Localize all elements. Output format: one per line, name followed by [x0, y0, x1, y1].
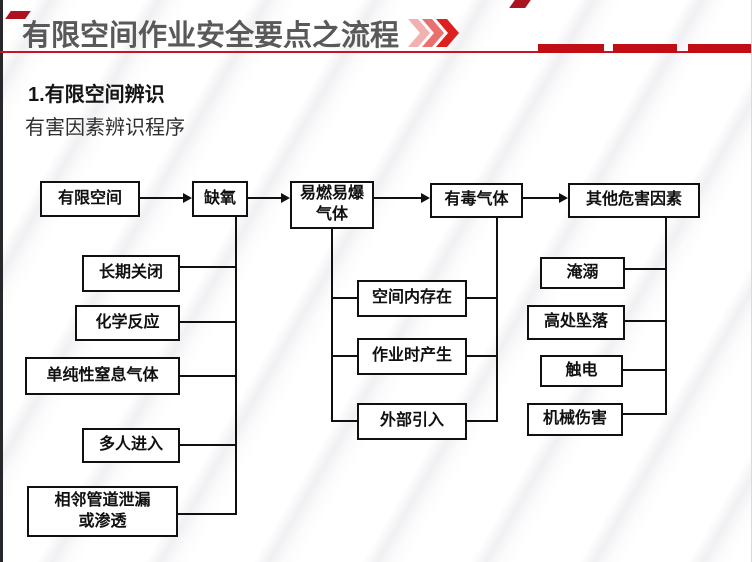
section-heading: 1.有限空间辨识 — [28, 84, 165, 106]
header-accent-bar-3 — [688, 44, 751, 53]
node-simple-asphyxiating-gas: 单纯性窒息气体 — [25, 357, 180, 395]
top-right-accent-mark — [509, 0, 531, 8]
header-divider-line — [0, 51, 751, 53]
node-flammable-explosive-gas: 易燃易爆 气体 — [290, 181, 374, 229]
node-multi-person-entry: 多人进入 — [82, 428, 180, 463]
dropline-oxygen — [235, 217, 237, 515]
connector-produced-during-work-right — [467, 355, 498, 357]
connector-mechanical-injury — [623, 413, 667, 415]
connector-fall-from-height — [625, 320, 667, 322]
connector-multi-person-entry — [180, 444, 237, 446]
connector-drowning — [625, 268, 667, 270]
node-limited-space: 有限空间 — [40, 181, 140, 217]
node-adjacent-pipeline-leak: 相邻管道泄漏 或渗透 — [27, 486, 178, 537]
node-mechanical-injury: 机械伤害 — [527, 403, 623, 436]
node-fall-from-height: 高处坠落 — [527, 305, 625, 340]
node-electric-shock: 触电 — [540, 355, 623, 387]
arrow-line-1 — [140, 197, 183, 199]
connector-adjacent-pipeline-leak — [178, 513, 237, 515]
connector-exist-in-space-right — [467, 297, 498, 299]
connector-asphyxiating-gas — [180, 375, 237, 377]
arrow-line-3 — [374, 197, 421, 199]
node-long-term-closure: 长期关闭 — [82, 255, 180, 292]
dropline-other-hazards — [665, 218, 667, 415]
node-chemical-reaction: 化学反应 — [75, 305, 180, 341]
node-other-hazards: 其他危害因素 — [568, 183, 700, 218]
connector-external-introduction-left — [331, 420, 357, 422]
node-external-introduction: 外部引入 — [357, 403, 467, 440]
slide-title: 有限空间作业安全要点之流程 — [22, 20, 400, 52]
arrow-head-icon-2 — [281, 193, 290, 203]
connector-long-term-closure — [180, 266, 237, 268]
connector-external-introduction-right — [467, 420, 498, 422]
arrow-head-icon-3 — [421, 193, 430, 203]
section-subheading: 有害因素辨识程序 — [25, 117, 185, 139]
arrow-head-icon-1 — [183, 193, 192, 203]
header-accent-bar-2 — [613, 44, 677, 53]
connector-electric-shock — [623, 369, 667, 371]
node-exist-in-space: 空间内存在 — [357, 280, 467, 317]
left-edge-border — [0, 0, 3, 562]
node-toxic-gas: 有毒气体 — [430, 183, 523, 218]
arrow-line-4 — [523, 197, 559, 199]
node-produced-during-work: 作业时产生 — [357, 338, 467, 375]
triple-chevron-right-icon — [408, 19, 459, 47]
header-accent-bar-1 — [538, 44, 604, 53]
node-oxygen-deficiency: 缺氧 — [192, 181, 248, 217]
dropline-toxic — [496, 218, 498, 422]
connector-chemical-reaction — [180, 321, 237, 323]
arrow-head-icon-4 — [559, 193, 568, 203]
connector-produced-during-work-left — [331, 355, 357, 357]
dropline-flammable — [331, 229, 333, 422]
arrow-line-2 — [248, 197, 281, 199]
connector-exist-in-space-left — [331, 297, 357, 299]
node-drowning: 淹溺 — [540, 257, 625, 289]
